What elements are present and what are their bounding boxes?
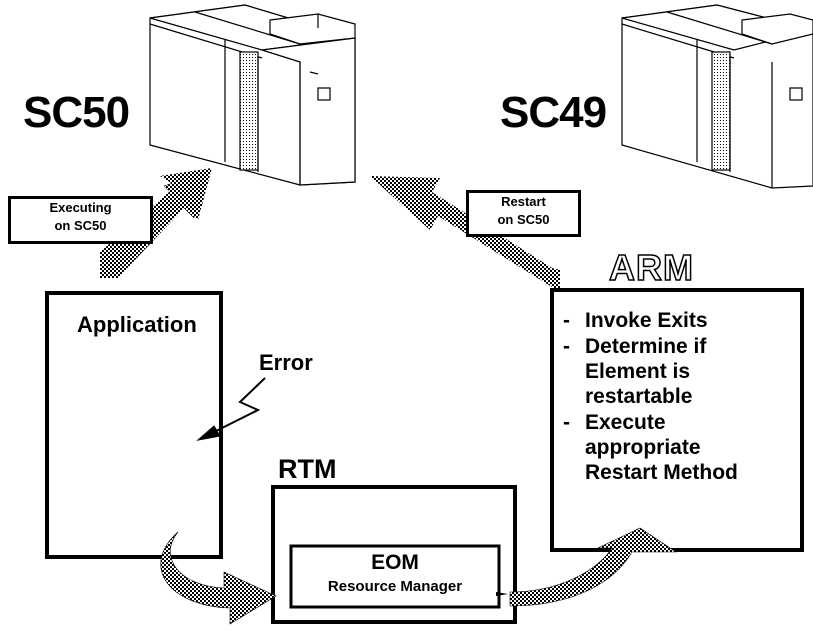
arm-step-text: Execute appropriate Restart Method — [585, 411, 738, 484]
callout-restart-line1: Restart — [501, 194, 546, 209]
arrow-app-to-rtm — [160, 531, 277, 625]
arm-step-bullet: - — [563, 335, 570, 358]
eom-subtitle: Resource Manager — [327, 578, 463, 595]
application-title: Application — [77, 312, 197, 337]
arm-step-bullet: - — [563, 309, 570, 332]
callout-executing: Executing on SC50 — [8, 196, 153, 244]
arm-steps-list: - Invoke Exits - Determine if Element is… — [563, 308, 793, 486]
rtm-label: RTM — [278, 454, 337, 484]
callout-executing-line1: Executing — [49, 200, 112, 215]
application-box — [45, 291, 223, 559]
arm-box — [550, 288, 804, 552]
arm-step: - Determine if Element is restartable — [563, 334, 775, 409]
arrow-eom-to-arm — [509, 527, 677, 607]
callout-restart-line2: on SC50 — [497, 212, 550, 227]
arrow-restart — [370, 176, 560, 292]
callout-restart: Restart on SC50 — [466, 190, 581, 237]
eom-box — [289, 544, 501, 609]
arm-label: ARM — [608, 246, 694, 289]
eom-title: EOM — [371, 551, 419, 574]
system-label-sc49: SC49 — [500, 88, 607, 137]
arm-step-bullet: - — [563, 411, 570, 434]
arm-step-text: Invoke Exits — [585, 309, 708, 332]
system-label-sc50: SC50 — [23, 88, 130, 137]
mainframe-sc50-icon — [149, 4, 356, 186]
arm-step: - Execute appropriate Restart Method — [563, 410, 765, 485]
error-bolt-icon — [213, 377, 266, 433]
callout-executing-line2: on SC50 — [54, 218, 107, 233]
error-label: Error — [259, 350, 313, 375]
arm-step: - Invoke Exits — [563, 308, 793, 333]
mainframe-sc49-icon — [621, 4, 813, 189]
arm-step-text: Determine if Element is restartable — [585, 335, 707, 408]
